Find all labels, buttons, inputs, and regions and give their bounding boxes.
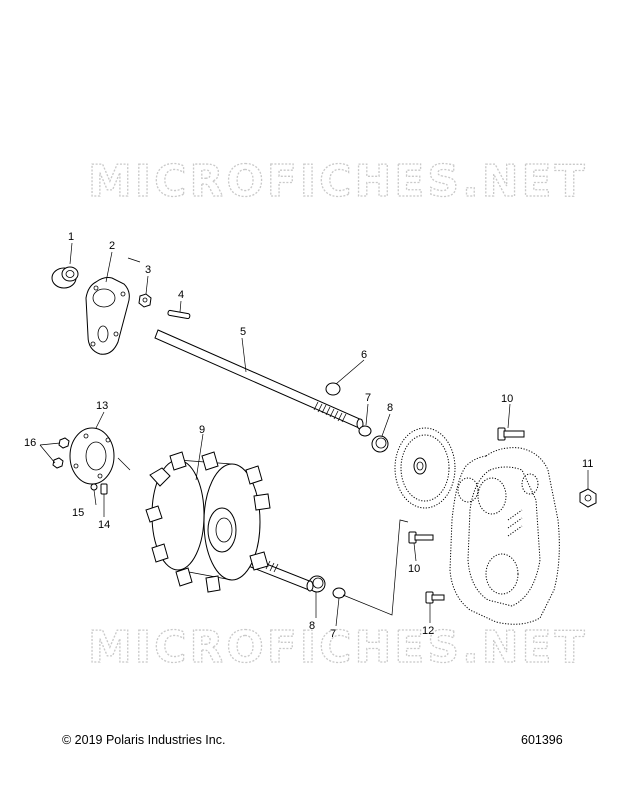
part-16-nuts — [52, 437, 70, 469]
callout-9: 9 — [199, 424, 205, 436]
part-14-stud — [100, 483, 108, 495]
callout-1: 1 — [68, 231, 74, 243]
callout-12: 12 — [422, 625, 434, 637]
part-3-nut — [138, 293, 152, 308]
part-6-o-ring — [325, 382, 341, 396]
part-12-bolt — [425, 591, 445, 604]
callout-15: 15 — [72, 507, 84, 519]
callout-5: 5 — [240, 326, 246, 338]
part-10-bolt-upper — [497, 427, 525, 441]
part-2-plate — [85, 277, 130, 355]
chaincase-housing — [449, 447, 560, 625]
part-15-washer — [90, 483, 98, 491]
callout-14: 14 — [98, 519, 110, 531]
part-1-bearing — [51, 266, 79, 289]
part-10-bolt-lower — [408, 531, 434, 544]
callout-2: 2 — [109, 240, 115, 252]
callout-7-upper: 7 — [365, 392, 371, 404]
leader-lines — [39, 242, 589, 627]
callout-4: 4 — [178, 289, 184, 301]
callout-11: 11 — [582, 458, 593, 470]
part-11-nut — [579, 488, 597, 508]
watermark-bottom: MICROFICHES.NET — [88, 622, 588, 673]
callout-8-lower: 8 — [309, 620, 315, 632]
part-7-o-ring-upper — [358, 425, 372, 437]
callout-13: 13 — [96, 400, 108, 412]
callout-10-upper: 10 — [501, 393, 513, 405]
watermark-top: MICROFICHES.NET — [88, 156, 588, 207]
part-9-drive-sprocket — [145, 451, 314, 593]
callout-3: 3 — [145, 264, 151, 276]
part-4-key — [167, 309, 191, 320]
callout-6: 6 — [361, 349, 367, 361]
callout-8-upper: 8 — [387, 402, 393, 414]
driven-sprocket — [394, 427, 456, 509]
part-13-flange — [69, 427, 115, 485]
part-5-shaft — [154, 329, 364, 430]
callout-16: 16 — [24, 437, 36, 449]
callout-7-lower: 7 — [330, 628, 336, 640]
figure-number: 601396 — [521, 733, 563, 747]
copyright-text: © 2019 Polaris Industries Inc. — [62, 733, 226, 747]
part-7-o-ring-lower — [332, 587, 346, 599]
part-8-seal-upper — [371, 435, 389, 453]
callout-10-lower: 10 — [408, 563, 420, 575]
